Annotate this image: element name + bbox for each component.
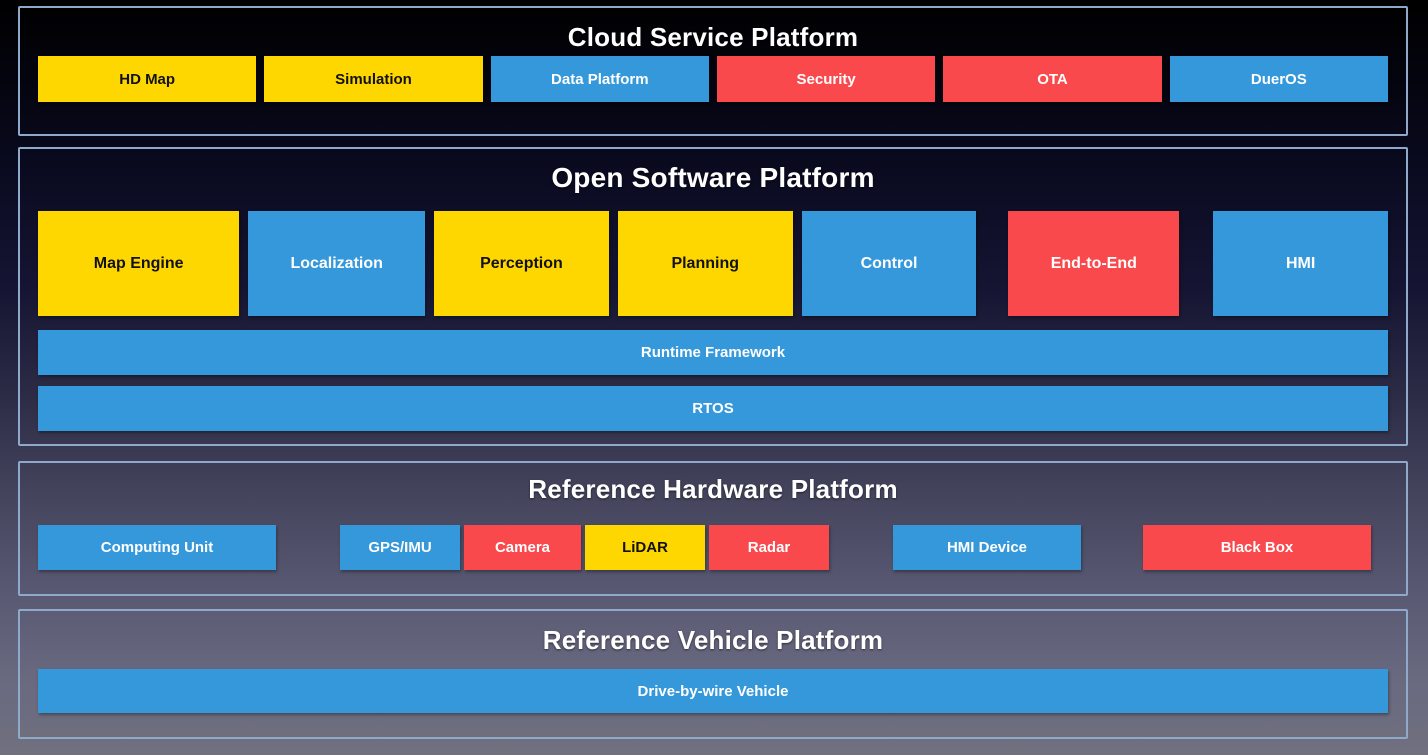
block-control[interactable]: Control bbox=[801, 211, 977, 316]
block-drive-by-wire-vehicle[interactable]: Drive-by-wire Vehicle bbox=[38, 669, 1388, 713]
block-security[interactable]: Security bbox=[716, 56, 936, 102]
block-map-engine[interactable]: Map Engine bbox=[38, 211, 240, 316]
software-module-row: Map Engine Localization Perception Plann… bbox=[38, 211, 1389, 316]
layer-title-reference-hardware-platform: Reference Hardware Platform bbox=[528, 474, 898, 504]
block-computing-unit[interactable]: Computing Unit bbox=[38, 525, 276, 570]
block-hmi[interactable]: HMI bbox=[1213, 211, 1389, 316]
block-radar[interactable]: Radar bbox=[709, 525, 829, 570]
block-data-platform[interactable]: Data Platform bbox=[490, 56, 709, 102]
block-localization[interactable]: Localization bbox=[248, 211, 426, 316]
block-dueros[interactable]: DuerOS bbox=[1169, 56, 1388, 102]
block-black-box[interactable]: Black Box bbox=[1143, 525, 1371, 570]
block-runtime-framework[interactable]: Runtime Framework bbox=[38, 330, 1388, 375]
cloud-block-row: HD Map Simulation Data Platform Security… bbox=[38, 56, 1388, 102]
block-ota[interactable]: OTA bbox=[943, 56, 1162, 102]
block-hmi-device[interactable]: HMI Device bbox=[893, 525, 1081, 570]
block-gps-imu[interactable]: GPS/IMU bbox=[340, 525, 460, 570]
block-simulation[interactable]: Simulation bbox=[264, 56, 483, 102]
block-lidar[interactable]: LiDAR bbox=[585, 525, 705, 570]
layer-title-cloud-service-platform: Cloud Service Platform bbox=[567, 22, 859, 52]
block-end-to-end[interactable]: End-to-End bbox=[1008, 211, 1180, 316]
layer-panel-open-software-platform: Open Software Platform Map Engine Locali… bbox=[18, 147, 1408, 446]
block-rtos[interactable]: RTOS bbox=[38, 386, 1388, 431]
layer-panel-reference-vehicle-platform: Reference Vehicle Platform Drive-by-wire… bbox=[18, 609, 1408, 739]
layer-title-open-software-platform: Open Software Platform bbox=[551, 162, 875, 193]
layer-panel-reference-hardware-platform: Reference Hardware Platform Computing Un… bbox=[18, 461, 1408, 596]
layer-panel-cloud-service-platform: Cloud Service Platform HD Map Simulation… bbox=[18, 6, 1408, 136]
block-hd-map[interactable]: HD Map bbox=[38, 56, 257, 102]
block-camera[interactable]: Camera bbox=[464, 525, 581, 570]
block-perception[interactable]: Perception bbox=[434, 211, 609, 316]
hardware-block-row: Computing Unit GPS/IMU Camera LiDAR Rada… bbox=[38, 525, 1371, 570]
layer-title-reference-vehicle-platform: Reference Vehicle Platform bbox=[542, 625, 884, 655]
block-planning[interactable]: Planning bbox=[617, 211, 793, 316]
